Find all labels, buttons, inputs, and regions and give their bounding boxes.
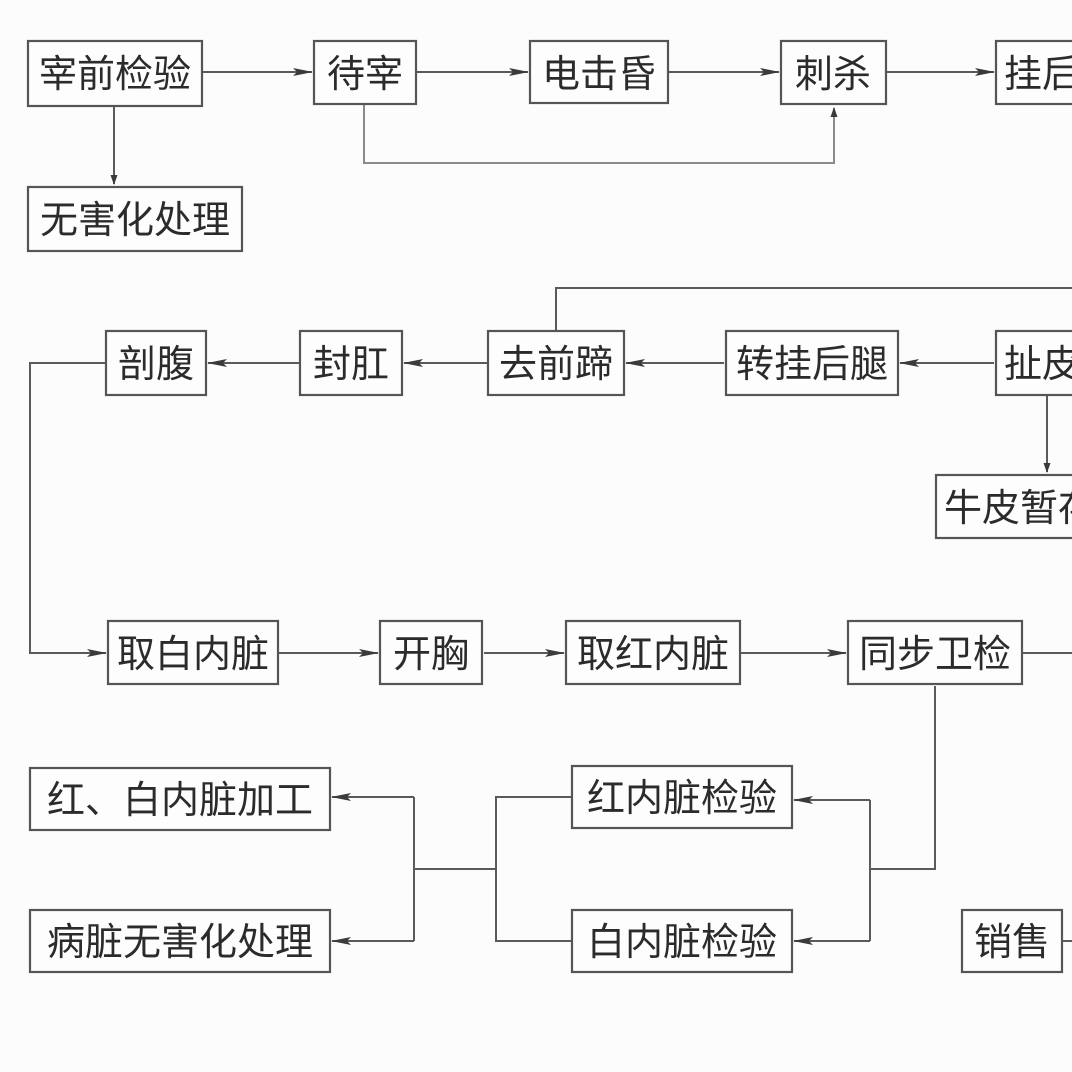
node-label: 白内脏检验: [587, 920, 777, 964]
node-open-abdomen: 剖腹: [104, 329, 208, 397]
node-transfer-hang-rear-leg: 转挂后腿: [724, 329, 900, 397]
node-sticking: 刺杀: [779, 39, 888, 106]
node-take-red-offal: 取红内脏: [564, 619, 742, 686]
node-pull-hide: 扯皮: [994, 329, 1072, 397]
node-label: 无害化处理: [40, 198, 230, 242]
node-label: 同步卫检: [859, 632, 1011, 676]
node-label: 取白内脏: [117, 632, 269, 676]
node-label: 宰前检验: [39, 52, 191, 96]
arrow-wait-bypass-to-stick: [363, 104, 838, 164]
node-label: 去前蹄: [499, 342, 613, 386]
node-label: 挂后: [1004, 52, 1072, 96]
node-label: 待宰: [327, 52, 403, 96]
node-label: 转挂后腿: [736, 342, 888, 386]
node-open-chest: 开胸: [378, 619, 484, 686]
node-remove-front-hooves: 去前蹄: [486, 329, 626, 397]
node-label: 刺杀: [795, 52, 871, 96]
node-label: 剖腹: [118, 342, 194, 386]
node-seal-anus: 封肛: [298, 329, 404, 397]
node-label: 扯皮: [1004, 342, 1072, 386]
node-sales: 销售: [960, 908, 1064, 974]
node-cowhide-temp: 牛皮暂存: [934, 473, 1072, 540]
node-harmless-treatment: 无害化处理: [26, 185, 244, 253]
connectors: [29, 68, 1072, 945]
return-line: [555, 287, 1072, 330]
node-white-offal-inspection: 白内脏检验: [570, 908, 794, 974]
node-label: 封肛: [313, 342, 389, 386]
node-label: 取红内脏: [577, 632, 729, 676]
arrow-abdomen-to-white-offal: [29, 362, 107, 657]
line-inspection-merge: [495, 796, 572, 942]
node-sync-inspection: 同步卫检: [846, 619, 1024, 686]
node-electric-stunning: 电击昏: [528, 39, 670, 105]
node-label: 开胸: [393, 632, 469, 676]
node-label: 电击昏: [542, 52, 656, 96]
node-label: 病脏无害化处理: [47, 920, 313, 964]
node-label: 牛皮暂存: [944, 486, 1072, 530]
node-take-white-offal: 取白内脏: [106, 619, 280, 686]
line-sync-down: [870, 686, 936, 870]
node-label: 红、白内脏加工: [47, 778, 313, 822]
node-red-white-offal-processing: 红、白内脏加工: [28, 766, 332, 832]
node-label: 销售: [974, 920, 1050, 964]
node-label: 红内脏检验: [587, 776, 777, 820]
node-pre-slaughter-inspection: 宰前检验: [26, 39, 204, 108]
node-diseased-offal-harmless: 病脏无害化处理: [28, 908, 332, 974]
node-red-offal-inspection: 红内脏检验: [570, 764, 794, 830]
node-hang-rear: 挂后: [994, 39, 1072, 106]
node-waiting-slaughter: 待宰: [312, 39, 418, 106]
